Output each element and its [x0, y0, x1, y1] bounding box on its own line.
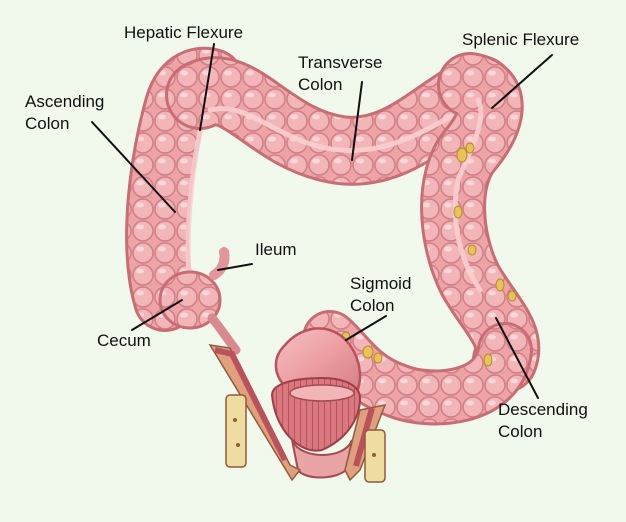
fat-deposits	[341, 142, 517, 367]
label-splenic-flexure: Splenic Flexure	[462, 29, 579, 51]
ascending-colon-text-line1: Ascending	[25, 92, 105, 111]
label-ascending-colon: Ascending Colon	[25, 91, 104, 135]
cecum-text: Cecum	[97, 331, 151, 350]
splenic-flexure-text: Splenic Flexure	[462, 30, 580, 49]
sigmoid-colon-text-line1: Sigmoid	[350, 274, 412, 293]
label-cecum: Cecum	[97, 330, 151, 352]
sigmoid-colon-text-line2: Colon	[350, 296, 395, 315]
cecum-leader	[131, 299, 183, 331]
ileum-leader	[217, 263, 253, 271]
label-descending-colon: Descending Colon	[498, 399, 588, 443]
transverse-colon-text-line1: Transverse	[298, 53, 383, 72]
sigmoid-colon-leader	[345, 315, 387, 341]
ascending-colon-text-line2: Colon	[25, 114, 70, 133]
ileum-text: Ileum	[255, 240, 297, 259]
label-transverse-colon: Transverse Colon	[298, 52, 382, 96]
rectum-shape	[270, 327, 362, 479]
cecum-shape	[158, 270, 222, 330]
transverse-colon-leader	[351, 81, 363, 161]
transverse-colon-text-line2: Colon	[298, 75, 343, 94]
hepatic-flexure-text: Hepatic Flexure	[124, 23, 244, 42]
descending-colon-text-line2: Colon	[498, 422, 543, 441]
descending-colon-text-line1: Descending	[498, 400, 588, 419]
ascending-colon-leader	[91, 121, 176, 213]
appendix-shape	[207, 313, 241, 355]
transverse-colon-shape	[165, 55, 515, 186]
ileum-shape	[209, 247, 230, 280]
descending-colon-shape	[420, 52, 541, 393]
hepatic-flexure-leader	[199, 43, 215, 131]
splenic-flexure-leader	[491, 54, 553, 109]
leader-lines	[91, 43, 553, 399]
label-sigmoid-colon: Sigmoid Colon	[350, 273, 411, 317]
descending-colon-leader	[495, 317, 539, 399]
label-ileum: Ileum	[255, 239, 297, 261]
pelvic-floor	[208, 344, 387, 483]
label-hepatic-flexure: Hepatic Flexure	[124, 22, 243, 44]
